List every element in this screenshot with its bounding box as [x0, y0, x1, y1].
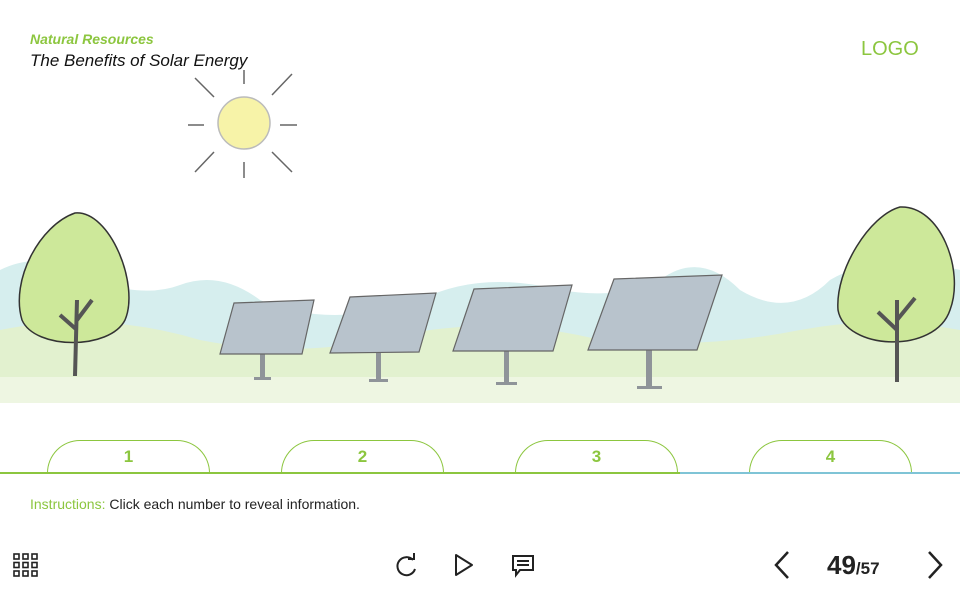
divider	[680, 472, 960, 474]
tab-2[interactable]: 2	[281, 440, 444, 473]
solar-panel	[219, 299, 315, 355]
solar-panel	[452, 284, 573, 352]
menu-button[interactable]	[13, 553, 38, 582]
tree-right	[837, 206, 956, 382]
play-button[interactable]	[453, 553, 475, 582]
divider	[0, 472, 680, 474]
tree-left	[18, 212, 130, 377]
solar-panel	[329, 292, 437, 354]
page-title: The Benefits of Solar Energy	[30, 51, 248, 70]
instructions-text: Click each number to reveal information.	[105, 496, 360, 512]
tab-4[interactable]: 4	[749, 440, 912, 473]
play-icon	[455, 554, 473, 576]
sun-icon	[188, 70, 297, 178]
solar-panel	[587, 274, 723, 351]
notes-button[interactable]	[511, 554, 535, 583]
chevron-right-icon	[928, 551, 943, 579]
tab-3[interactable]: 3	[515, 440, 678, 473]
grid-icon	[13, 553, 38, 577]
replay-icon	[396, 553, 416, 577]
prev-button[interactable]	[772, 550, 792, 585]
page-counter: 49/57	[827, 550, 880, 581]
instructions: Instructions: Click each number to revea…	[30, 496, 360, 512]
course-subtitle: Natural Resources	[30, 31, 154, 47]
solar-scene-illustration	[0, 70, 960, 403]
current-page: 49	[827, 550, 856, 580]
tab-1[interactable]: 1	[47, 440, 210, 473]
next-button[interactable]	[925, 550, 945, 585]
logo: LOGO	[861, 38, 919, 60]
total-pages: /57	[855, 559, 880, 578]
notes-icon	[512, 555, 534, 578]
chevron-left-icon	[774, 551, 789, 579]
instructions-label: Instructions:	[30, 496, 106, 512]
replay-button[interactable]	[395, 553, 419, 584]
